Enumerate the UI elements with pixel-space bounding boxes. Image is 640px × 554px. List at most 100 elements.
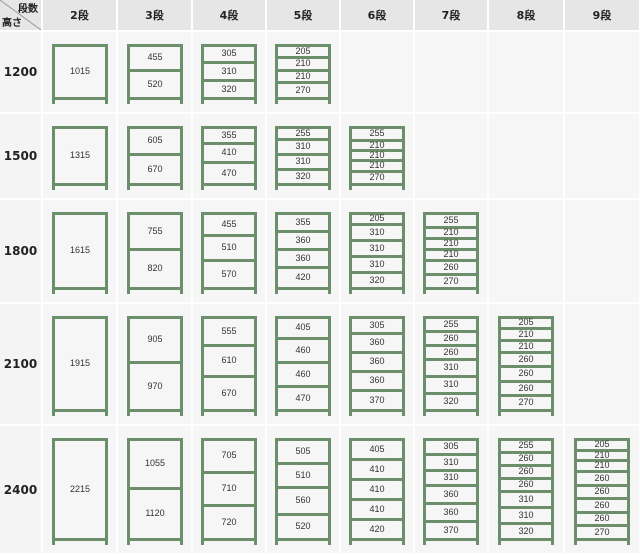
tier-gap-label: 310 <box>518 510 534 520</box>
tier-gap-label: 360 <box>369 356 385 366</box>
tier-gap-label: 260 <box>443 347 459 357</box>
rack-shelf <box>574 438 630 441</box>
tier-gap-label: 210 <box>369 150 385 160</box>
shelf-rack: 1915 <box>52 316 108 416</box>
rack-shelf <box>349 126 405 129</box>
rack-shelf <box>423 484 479 487</box>
rack-shelf <box>201 287 257 290</box>
tier-gap-label: 310 <box>369 259 385 269</box>
rack-post-left <box>275 438 278 545</box>
rack-shelf <box>201 316 257 319</box>
tier-gap-label: 670 <box>221 388 237 398</box>
rack-shelf <box>498 394 554 397</box>
rack-post-left <box>52 126 55 190</box>
tier-gap-label: 210 <box>295 71 311 81</box>
rack-shelf <box>574 459 630 462</box>
rack-post-right <box>476 316 479 416</box>
tier-gap-label: 460 <box>295 369 311 379</box>
tier-gap-label: 255 <box>369 128 385 138</box>
spec-cell <box>565 114 639 198</box>
rack-shelf <box>349 271 405 274</box>
tier-gap-label: 210 <box>443 238 459 248</box>
spec-cell: 1015 <box>43 32 116 112</box>
rack-shelf <box>275 361 331 364</box>
rack-shelf <box>498 438 554 441</box>
corner-header: 段数 高さ <box>0 0 41 30</box>
rack-shelf <box>423 453 479 456</box>
column-header: 2段 <box>43 0 116 30</box>
rack-shelf <box>275 230 331 233</box>
rack-shelf <box>349 255 405 258</box>
tier-gap-label: 310 <box>369 227 385 237</box>
tier-gap-label: 260 <box>518 479 534 489</box>
rack-post-right <box>254 438 257 545</box>
tier-gap-label: 470 <box>221 168 237 178</box>
rack-shelf <box>498 327 554 330</box>
tier-gap-label: 820 <box>147 263 163 273</box>
tier-gap-label: 305 <box>443 441 459 451</box>
tier-gap-label: 1055 <box>144 458 166 468</box>
tier-gap-label: 205 <box>594 439 610 449</box>
rack-shelf <box>498 351 554 354</box>
spec-cell <box>489 32 563 112</box>
rack-post-right <box>180 316 183 416</box>
rack-post-left <box>201 44 204 104</box>
rack-post-left <box>201 438 204 545</box>
rack-shelf <box>498 464 554 467</box>
rack-post-right <box>328 126 331 190</box>
tier-gap-label: 305 <box>369 320 385 330</box>
rack-shelf <box>275 126 331 129</box>
rack-shelf <box>498 365 554 368</box>
rack-shelf <box>201 504 257 507</box>
rack-shelf <box>127 287 183 290</box>
rack-shelf <box>201 161 257 164</box>
rack-post-left <box>349 126 352 190</box>
tier-gap-label: 710 <box>221 483 237 493</box>
spec-cell: 1315 <box>43 114 116 198</box>
rack-shelf <box>498 522 554 525</box>
tier-gap-label: 310 <box>443 362 459 372</box>
row-height-header: 1800 <box>0 200 41 302</box>
rack-shelf <box>52 212 108 215</box>
tier-gap-label: 210 <box>369 140 385 150</box>
rack-post-left <box>349 438 352 545</box>
row-height-header: 1200 <box>0 32 41 112</box>
rack-shelf <box>201 142 257 145</box>
rack-shelf <box>201 79 257 82</box>
rack-shelf <box>275 462 331 465</box>
rack-shelf <box>201 344 257 347</box>
rack-shelf <box>201 44 257 47</box>
rack-shelf <box>423 287 479 290</box>
rack-shelf <box>498 538 554 541</box>
rack-post-right <box>254 316 257 416</box>
rack-shelf <box>498 316 554 319</box>
tier-gap-label: 260 <box>594 500 610 510</box>
tier-gap-label: 270 <box>594 527 610 537</box>
tier-gap-label: 205 <box>295 46 311 56</box>
rack-shelf <box>574 538 630 541</box>
rack-shelf <box>349 239 405 242</box>
rack-shelf <box>52 438 108 441</box>
rack-shelf <box>349 498 405 501</box>
rack-shelf <box>275 56 331 59</box>
rack-shelf <box>127 126 183 129</box>
rack-shelf <box>574 511 630 514</box>
rack-post-right <box>105 212 108 294</box>
rack-shelf <box>349 159 405 162</box>
rack-shelf <box>349 538 405 541</box>
rack-shelf <box>52 44 108 47</box>
rack-post-right <box>180 438 183 545</box>
rack-post-right <box>402 126 405 190</box>
rack-post-left <box>275 126 278 190</box>
